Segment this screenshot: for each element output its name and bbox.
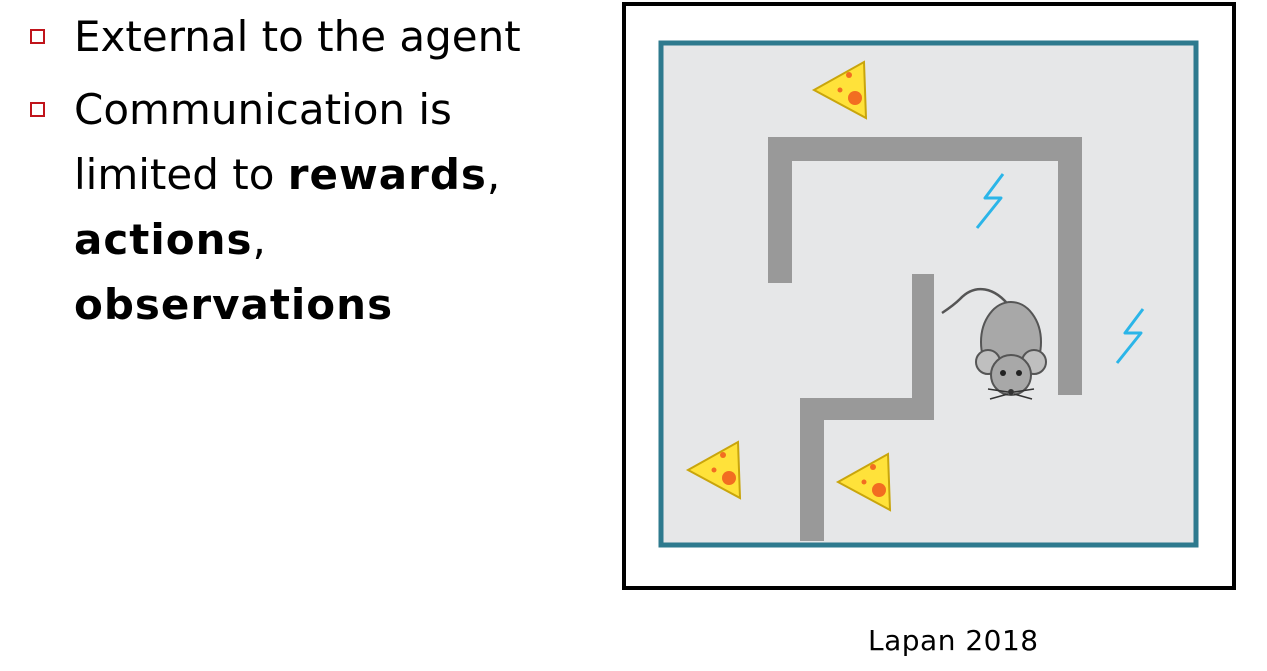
maze-wall bbox=[912, 274, 934, 420]
bullet-text-part: , bbox=[486, 150, 501, 199]
checkbox-bullet-icon bbox=[30, 102, 45, 117]
cheese-icon bbox=[811, 60, 868, 120]
figure-caption: Lapan 2018 bbox=[868, 624, 1039, 657]
maze-wall bbox=[800, 398, 934, 420]
bullet-text-part: External to the agent bbox=[74, 12, 521, 61]
mouse-icon bbox=[941, 287, 1047, 400]
maze-wall bbox=[768, 137, 1082, 161]
bullet-text: Communication is limited to rewards, act… bbox=[74, 85, 500, 329]
keyword-actions: actions bbox=[74, 215, 253, 264]
bullet-item: External to the agent bbox=[28, 4, 528, 69]
lightning-icon bbox=[975, 173, 1005, 229]
checkbox-bullet-icon bbox=[30, 29, 45, 44]
keyword-rewards: rewards bbox=[287, 150, 487, 199]
maze-walls bbox=[768, 137, 1082, 541]
lightning-icon bbox=[1115, 308, 1145, 364]
keyword-observations: observations bbox=[74, 280, 394, 329]
maze-wall bbox=[768, 137, 792, 283]
bullet-text-part: Communication is limited to bbox=[74, 85, 452, 199]
maze-wall bbox=[800, 398, 824, 541]
maze-wall bbox=[1058, 137, 1082, 395]
bullet-text: External to the agent bbox=[74, 12, 521, 61]
bullet-item: Communication is limited to rewards, act… bbox=[28, 77, 528, 337]
cheese-icon bbox=[835, 452, 892, 512]
bullet-text-part: , bbox=[252, 215, 266, 264]
cheese-icon bbox=[685, 440, 742, 500]
maze-figure bbox=[622, 2, 1236, 590]
bullet-list: External to the agent Communication is l… bbox=[28, 4, 528, 345]
